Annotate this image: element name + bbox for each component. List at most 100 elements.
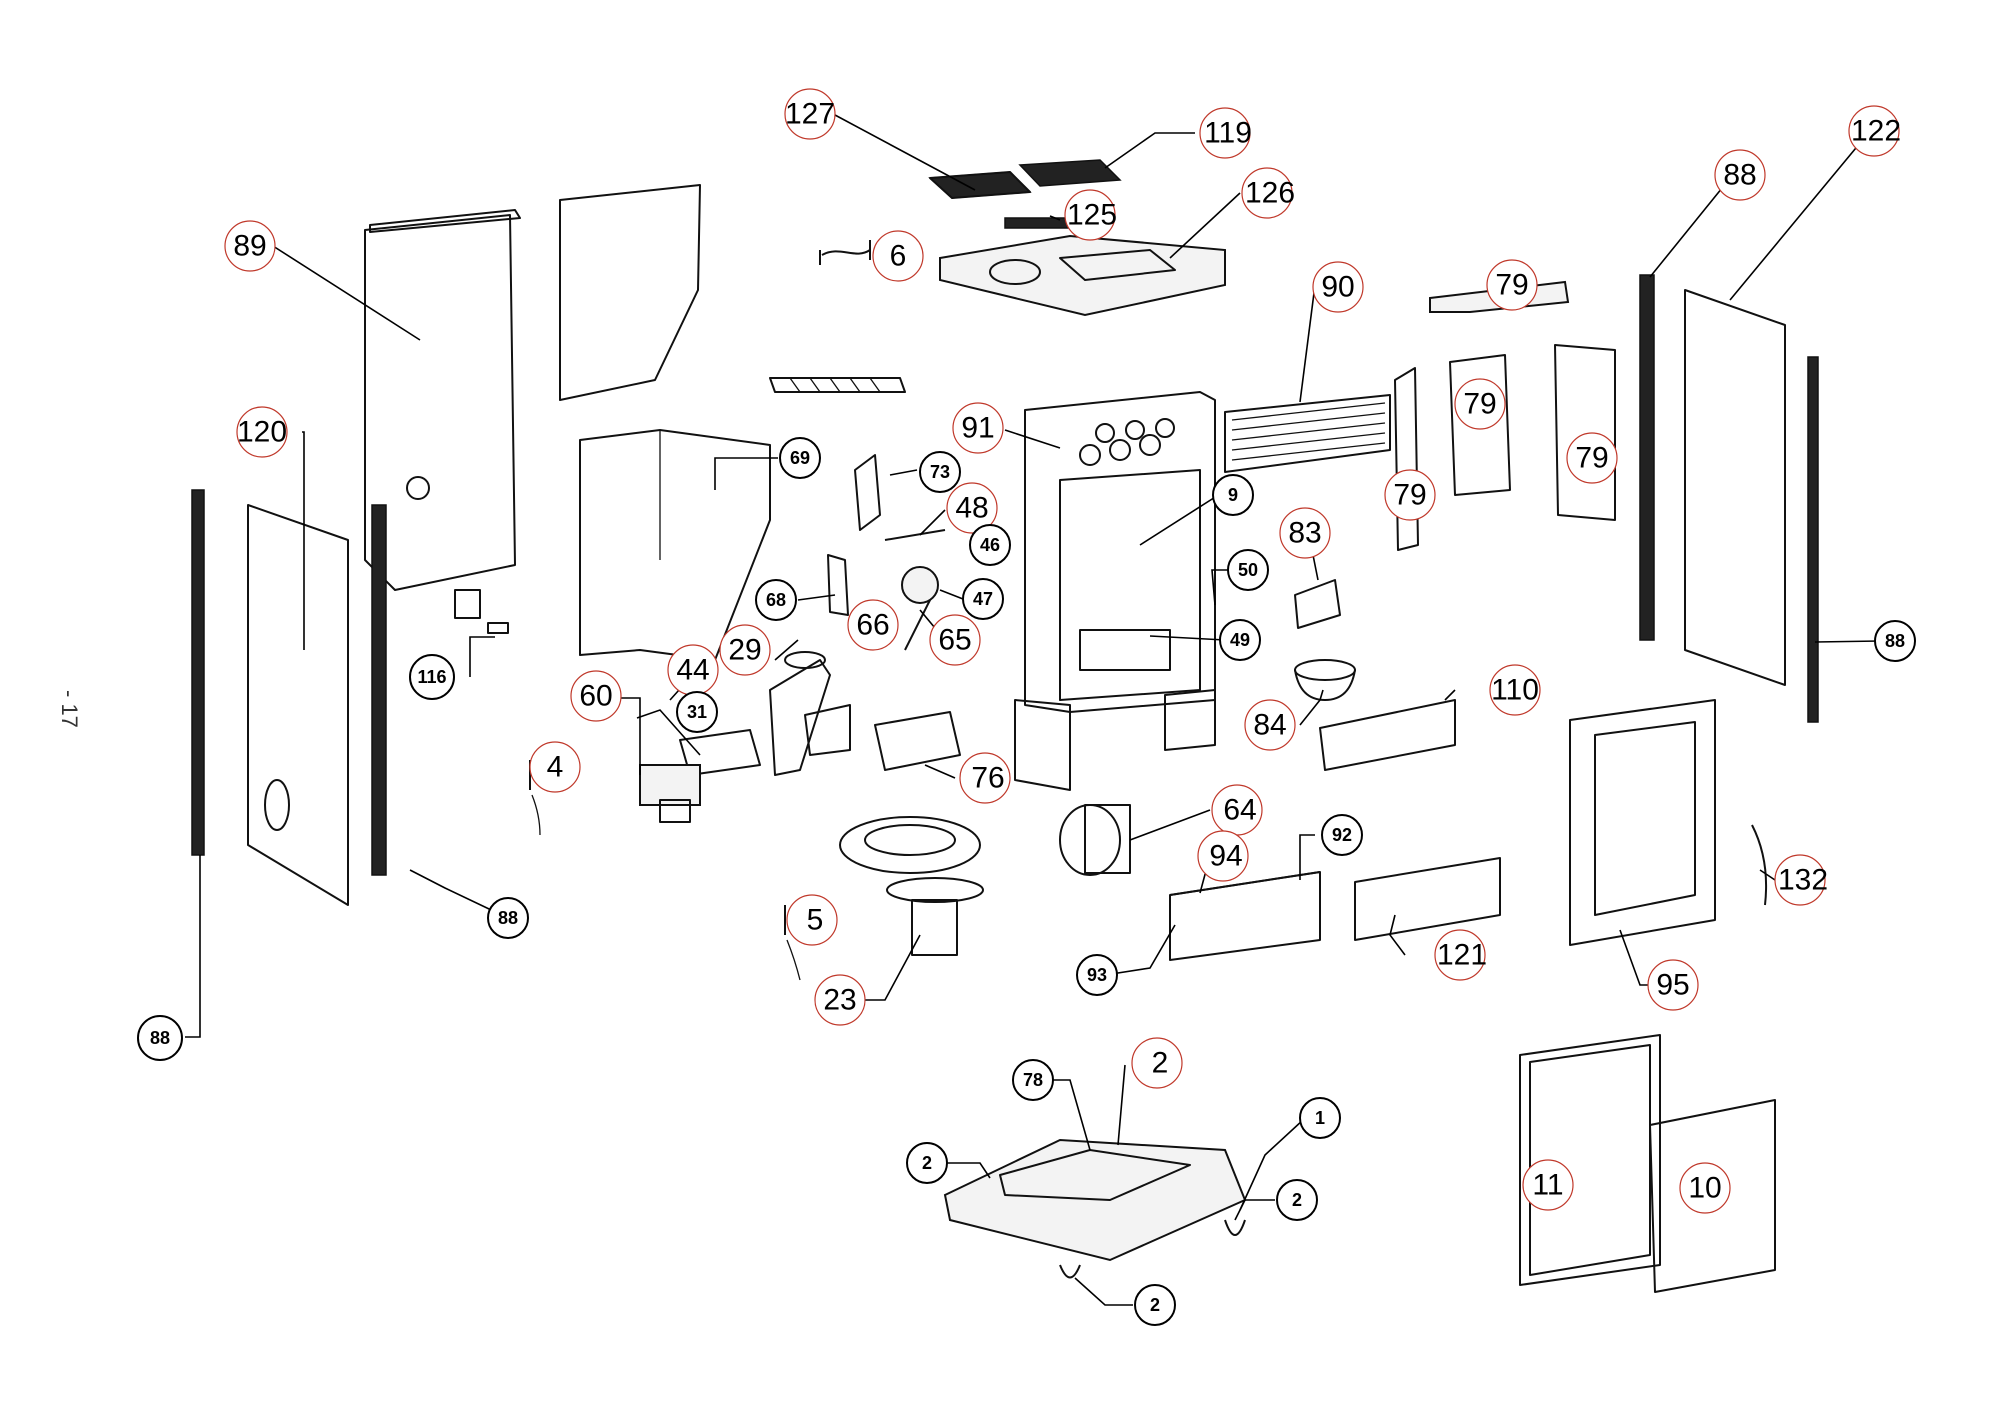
- part-83-bowl: [1294, 579, 1341, 629]
- part-9-body-frame: [1014, 391, 1216, 791]
- callout-2-right: 2: [1276, 1179, 1318, 1221]
- callout-4: 4: [529, 741, 581, 793]
- callout-6-label: 6: [890, 240, 907, 273]
- part-23-exhaust-motor: [886, 877, 984, 956]
- callout-69-label: 69: [790, 448, 810, 468]
- part-exhaust-housing: [839, 816, 981, 874]
- callout-91-label: 91: [961, 412, 994, 445]
- callout-48: 48: [946, 482, 998, 534]
- callout-88-bottom-left-label: 88: [150, 1028, 170, 1048]
- callout-120: 120: [236, 406, 288, 458]
- callout-79-left: 79: [1384, 469, 1436, 521]
- part-89-rear-panel: [364, 209, 521, 591]
- callout-94-label: 94: [1209, 840, 1242, 873]
- part-60-gearmotor: [639, 764, 701, 823]
- callout-88-top-right: 88: [1714, 149, 1766, 201]
- callout-79-top: 79: [1486, 259, 1538, 311]
- callout-66: 66: [847, 599, 899, 651]
- callout-90-label: 90: [1321, 271, 1354, 304]
- callout-79-middle-label: 79: [1463, 388, 1496, 421]
- callout-47: 47: [962, 578, 1004, 620]
- callout-73: 73: [919, 451, 961, 493]
- callout-64: 64: [1211, 784, 1263, 836]
- callout-95-label: 95: [1656, 969, 1689, 1002]
- part-116-switch: [454, 589, 509, 634]
- callout-29-label: 29: [728, 634, 761, 667]
- callout-91: 91: [952, 402, 1004, 454]
- callout-119-label: 119: [1204, 117, 1252, 150]
- part-66-motor: [901, 566, 939, 651]
- part-88-right-strip-a: [1639, 274, 1655, 641]
- callout-65: 65: [929, 614, 981, 666]
- part-6-fastener: [819, 240, 871, 265]
- callout-76-label: 76: [971, 762, 1004, 795]
- callout-60-label: 60: [579, 680, 612, 713]
- callout-125-label: 125: [1067, 199, 1117, 232]
- callout-5-label: 5: [807, 904, 824, 937]
- callout-2-right-label: 2: [1292, 1190, 1302, 1210]
- part-121-panel: [1354, 857, 1501, 941]
- callout-83-label: 83: [1288, 517, 1321, 550]
- part-88-left-strip: [191, 489, 205, 856]
- part-84-basket: [1294, 659, 1356, 701]
- callout-66-label: 66: [856, 609, 889, 642]
- part-88-center-strip: [371, 504, 387, 876]
- callout-83: 83: [1279, 507, 1331, 559]
- callout-2-top-label: 2: [1152, 1047, 1169, 1080]
- part-11-glass-frame: [1519, 1034, 1661, 1286]
- callout-92: 92: [1321, 814, 1363, 856]
- callout-88-center-label: 88: [498, 908, 518, 928]
- callout-127-label: 127: [785, 98, 835, 131]
- callout-2-left-label: 2: [922, 1153, 932, 1173]
- callout-11: 11: [1522, 1159, 1574, 1211]
- callout-132: 132: [1774, 854, 1828, 906]
- callout-47-label: 47: [973, 589, 993, 609]
- part-69-hopper: [579, 429, 771, 661]
- part-68-bracket: [827, 554, 849, 616]
- part-90-grille: [1224, 394, 1391, 473]
- callout-78-label: 78: [1023, 1070, 1043, 1090]
- part-rear-shield: [559, 184, 701, 401]
- callout-121-label: 121: [1437, 939, 1487, 972]
- callout-44: 44: [667, 644, 719, 696]
- callout-120-label: 120: [237, 416, 287, 449]
- callout-23: 23: [814, 974, 866, 1026]
- callout-79-middle: 79: [1454, 378, 1506, 430]
- part-93-panel: [1169, 871, 1321, 961]
- callout-110-label: 110: [1491, 674, 1539, 707]
- part-grill-rack: [769, 377, 906, 393]
- callout-50-label: 50: [1238, 560, 1258, 580]
- part-76-control-box: [874, 711, 961, 771]
- part-5-sensor: [784, 905, 801, 981]
- callout-9-label: 9: [1228, 485, 1238, 505]
- callout-60: 60: [570, 670, 622, 722]
- callout-49: 49: [1219, 619, 1261, 661]
- callout-88-top-right-label: 88: [1723, 159, 1756, 192]
- callout-11-label: 11: [1532, 1169, 1563, 1202]
- part-120-side-panel: [247, 504, 349, 906]
- callout-88-right: 88: [1874, 620, 1916, 662]
- callout-79-right: 79: [1566, 432, 1618, 484]
- callout-50: 50: [1227, 549, 1269, 591]
- callout-132-label: 132: [1778, 864, 1828, 897]
- callout-6: 6: [872, 230, 924, 282]
- callout-4-label: 4: [547, 751, 564, 784]
- callout-84: 84: [1244, 699, 1296, 751]
- part-127-top-grid: [928, 171, 1032, 199]
- callout-79-left-label: 79: [1393, 479, 1426, 512]
- callout-92-label: 92: [1332, 825, 1352, 845]
- callout-1-label: 1: [1315, 1108, 1325, 1128]
- callout-48-label: 48: [955, 492, 988, 525]
- callout-2-bottom-label: 2: [1150, 1295, 1160, 1315]
- callout-5: 5: [786, 894, 838, 946]
- callout-2-top: 2: [1131, 1037, 1183, 1089]
- part-110-ash-tray: [1319, 699, 1456, 771]
- part-10-glass: [1649, 1099, 1776, 1293]
- part-126-top-cover: [939, 234, 1226, 317]
- callout-1: 1: [1299, 1097, 1341, 1139]
- part-29-auger: [769, 651, 851, 776]
- part-64-fan: [1059, 804, 1131, 876]
- callout-31: 31: [676, 691, 718, 733]
- callout-9: 9: [1212, 474, 1254, 516]
- part-119-top-grid: [1018, 159, 1122, 187]
